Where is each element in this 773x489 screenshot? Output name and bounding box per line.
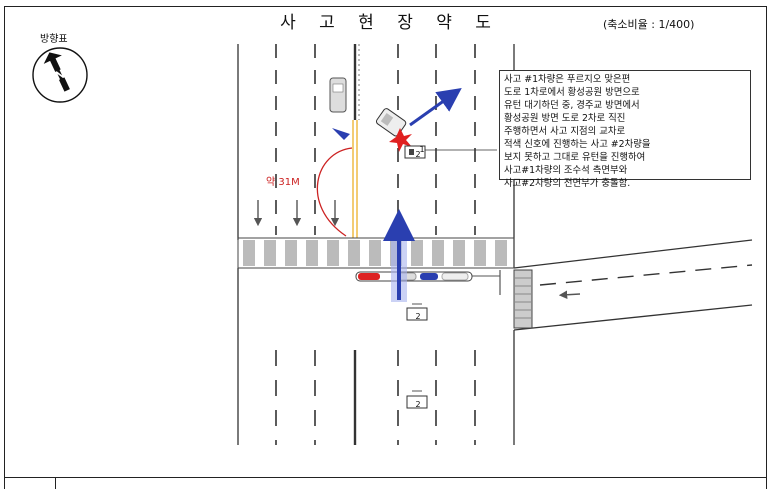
post-collision-arrow: [409, 88, 462, 127]
vehicle1-label: 1: [419, 145, 424, 154]
note-line: 사고#1차량의 조수석 측면부와: [504, 165, 628, 176]
scale-ratio: (축소비율 : 1/400): [603, 18, 695, 31]
vehicle2-position-b: [406, 390, 428, 409]
north-compass-icon: N: [32, 47, 88, 103]
note-line: 유턴 대기하던 중, 경주교 방면에서: [504, 100, 640, 111]
diagram-title: 사 고 현 장 약 도: [280, 13, 500, 33]
note-line: 주행하면서 사고 지점의 교차로: [504, 126, 626, 137]
note-line: 사고 #1차량은 푸르지오 맞은편: [504, 74, 631, 85]
bottom-strip: [4, 478, 767, 489]
u-turn-distance-label: 약 31M: [266, 177, 300, 188]
note-line: 적색 신호에 진행하는 사고 #2차량을: [504, 139, 651, 150]
south-lane-markings: [275, 350, 476, 445]
vehicle2-position-a: [406, 303, 428, 321]
drawing-frame: [4, 6, 767, 478]
vehicle2-label-b: 2: [415, 400, 420, 409]
vehicle2-label-a: 2: [415, 312, 420, 321]
vehicle2-label-collision: 2: [415, 150, 420, 159]
note-line: 황성공원 방면 도로 2차로 직진: [504, 113, 626, 124]
vehicle2-collision-icon: [404, 145, 426, 159]
note-line: 도로 1차로에서 황성공원 방면으로: [504, 87, 640, 98]
north-crosswalk: [237, 237, 515, 269]
traffic-signal-bar: [355, 270, 501, 295]
parked-vehicle-icon: [329, 77, 347, 113]
compass-label: 방향표: [40, 34, 68, 45]
bottom-divider: [55, 478, 56, 489]
accident-description-box: 사고 #1차량은 푸르지오 맞은편 도로 1차로에서 황성공원 방면으로 유턴 …: [499, 70, 751, 189]
note-line: 사고#2차량의 전면부가 충돌함.: [504, 178, 631, 189]
lane-direction-arrows: [253, 200, 340, 227]
east-road-centerline: [539, 264, 753, 286]
vehicle1-direction-marker: [332, 128, 350, 140]
north-lane-markings: [275, 44, 476, 235]
east-lane-arrow: [558, 290, 581, 299]
u-turn-distance-arc: [316, 147, 353, 237]
vehicle1-icon: [375, 108, 407, 137]
note-line: 보지 못하고 그대로 유턴을 진행하여: [504, 152, 646, 163]
vehicle2-path-arrow: [383, 209, 415, 302]
collision-point-icon: [389, 128, 412, 152]
east-crosswalk: [513, 269, 533, 329]
